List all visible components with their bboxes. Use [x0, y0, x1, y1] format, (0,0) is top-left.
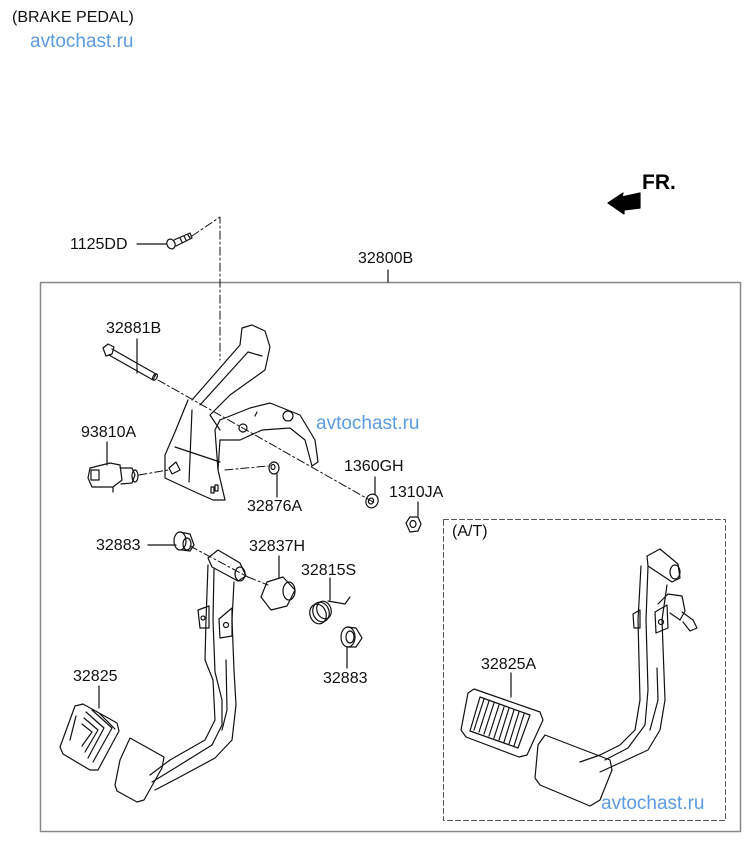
assembly-frame [39, 281, 742, 833]
label-at-variant: (A/T) [452, 523, 488, 540]
watermark-bottom: avtochast.ru [601, 793, 705, 814]
washer-1360GH [365, 493, 379, 509]
centerline-pedal-axis [189, 545, 249, 578]
stop-lamp-switch-93810A [87, 462, 139, 493]
pivot-bolt-32881B [102, 343, 159, 381]
bolt-1125DD [166, 232, 193, 250]
return-spring-32815S [309, 596, 351, 625]
pedal-bracket [164, 324, 319, 501]
front-arrow-icon [607, 192, 641, 215]
pedal-plate-at [534, 734, 613, 807]
at-variant-box [443, 519, 726, 821]
label-32883-right[interactable]: 32883 [323, 670, 368, 687]
centerline-32881B [157, 379, 376, 504]
centerline-1125DD [191, 216, 221, 361]
nut-1310JA [405, 516, 422, 533]
label-32881B[interactable]: 32881B [106, 320, 162, 337]
label-32800B[interactable]: 32800B [358, 250, 414, 267]
front-direction-label: FR. [642, 171, 676, 194]
sleeve-32837H [260, 576, 296, 611]
label-1125DD[interactable]: 1125DD [70, 236, 128, 253]
pedal-pad-32825 [59, 703, 120, 771]
pedal-arm-mt [149, 549, 247, 791]
label-32876A[interactable]: 32876A [247, 498, 303, 515]
label-32825[interactable]: 32825 [73, 668, 118, 685]
pedal-pad-32825A [460, 688, 544, 758]
label-1310JA[interactable]: 1310JA [389, 484, 444, 501]
bushing-32883-right [340, 626, 363, 648]
label-32837H[interactable]: 32837H [249, 538, 306, 555]
label-93810A[interactable]: 93810A [81, 424, 137, 441]
watermark-middle: avtochast.ru [316, 413, 420, 434]
label-32815S[interactable]: 32815S [301, 562, 357, 579]
label-32883-left[interactable]: 32883 [96, 537, 141, 554]
diagram-title: (BRAKE PEDAL) [12, 9, 134, 26]
centerline-93810A [138, 469, 169, 476]
pedal-plate-mt [114, 737, 165, 803]
centerline-32876A [224, 465, 269, 471]
pedal-arm-at [579, 548, 698, 773]
watermark-top: avtochast.ru [30, 31, 134, 52]
bushing-32883-left [173, 531, 195, 552]
label-1360GH[interactable]: 1360GH [344, 458, 404, 475]
switch-stopper-32876A [268, 461, 280, 475]
label-32825A[interactable]: 32825A [481, 656, 537, 673]
centerline-pedal-axis-2 [247, 576, 269, 586]
